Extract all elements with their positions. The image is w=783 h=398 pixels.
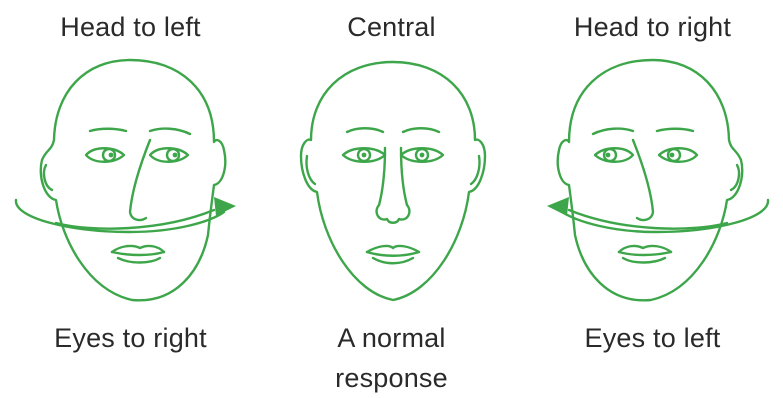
panel-central: Central bbox=[261, 0, 522, 394]
left-eyebrow bbox=[90, 129, 126, 131]
head-outline bbox=[558, 60, 743, 300]
panel-head-right: Head to right bbox=[522, 0, 783, 394]
caption-line: Eyes to left bbox=[522, 318, 783, 358]
rotation-arrow-path bbox=[562, 200, 768, 232]
panel-caption: Eyes to left bbox=[522, 318, 783, 358]
arrowhead-left-icon bbox=[547, 197, 569, 216]
right-eyebrow bbox=[657, 129, 693, 131]
left-ear bbox=[306, 156, 315, 184]
left-eye bbox=[595, 148, 633, 162]
left-eyebrow bbox=[347, 128, 383, 132]
left-eyebrow bbox=[593, 129, 633, 134]
panel-head-left: Head to left bbox=[0, 0, 261, 394]
caption-line: Eyes to right bbox=[0, 318, 261, 358]
right-ear bbox=[731, 165, 739, 190]
left-eye bbox=[343, 148, 385, 162]
nose bbox=[633, 140, 653, 220]
right-eye bbox=[401, 148, 443, 162]
caption-line: response bbox=[261, 358, 522, 398]
nose bbox=[130, 140, 150, 220]
mouth bbox=[112, 246, 164, 263]
right-eye bbox=[659, 148, 697, 162]
mouth bbox=[619, 246, 671, 263]
left-ear bbox=[44, 165, 52, 190]
arrowhead-right-icon bbox=[214, 197, 236, 216]
panel-caption: A normal response bbox=[261, 318, 522, 398]
head-outline bbox=[41, 60, 226, 300]
left-eye bbox=[86, 148, 124, 162]
rotation-arrow-path bbox=[16, 200, 224, 232]
mouth bbox=[367, 246, 419, 263]
right-ear bbox=[471, 156, 480, 184]
caption-line: A normal bbox=[261, 318, 522, 358]
right-eye bbox=[150, 148, 188, 162]
right-eyebrow bbox=[150, 129, 190, 134]
nose bbox=[377, 148, 410, 223]
panel-caption: Eyes to right bbox=[0, 318, 261, 358]
right-eyebrow bbox=[403, 128, 439, 132]
